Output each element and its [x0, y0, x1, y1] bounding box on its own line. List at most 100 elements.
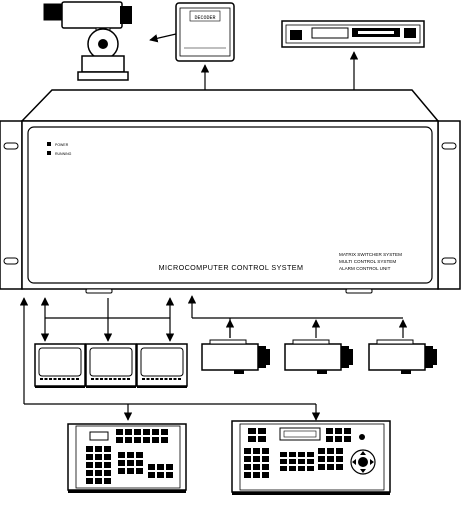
key	[326, 436, 333, 442]
camera-3	[368, 339, 437, 374]
key	[166, 472, 173, 478]
key	[161, 429, 168, 435]
key	[95, 454, 102, 460]
key	[95, 462, 102, 468]
key	[136, 468, 143, 474]
key	[318, 464, 325, 470]
decoder-label: DECODER	[194, 15, 215, 21]
key	[262, 464, 269, 470]
led-running-label: RUNNING	[55, 152, 72, 156]
key	[327, 448, 334, 454]
key	[116, 437, 123, 443]
function-line-3: ALARM CONTROL UNIT	[339, 266, 391, 271]
function-line-2: MULTI CONTROL SYSTEM	[339, 259, 396, 264]
key	[327, 456, 334, 462]
key	[344, 428, 351, 434]
key	[136, 452, 143, 458]
key	[157, 472, 164, 478]
key	[86, 446, 93, 452]
decoder-box: DECODER	[175, 2, 235, 62]
key	[327, 464, 334, 470]
monitor-2	[85, 343, 137, 388]
key	[143, 429, 150, 435]
key	[157, 464, 164, 470]
key	[104, 454, 111, 460]
key	[125, 429, 132, 435]
key	[344, 436, 351, 442]
key	[262, 456, 269, 462]
key	[166, 464, 173, 470]
monitor-3	[136, 343, 188, 388]
key	[143, 437, 150, 443]
key	[336, 448, 343, 454]
key	[127, 452, 134, 458]
key	[253, 456, 260, 462]
key	[318, 456, 325, 462]
camera-2	[284, 339, 353, 374]
key	[104, 446, 111, 452]
monitor-1	[34, 343, 86, 388]
key	[298, 466, 305, 471]
key	[307, 466, 314, 471]
key	[280, 466, 287, 471]
key	[326, 428, 333, 434]
key	[127, 460, 134, 466]
key	[253, 448, 260, 454]
key	[289, 459, 296, 464]
camera-1	[201, 339, 270, 374]
led-power-label: POWER	[55, 143, 69, 147]
key	[136, 460, 143, 466]
key	[248, 428, 256, 434]
main-unit-title: MICROCOMPUTER CONTROL SYSTEM	[159, 263, 304, 272]
key	[134, 437, 141, 443]
key	[244, 472, 251, 478]
key	[125, 437, 132, 443]
key	[118, 452, 125, 458]
key	[244, 456, 251, 462]
key	[118, 460, 125, 466]
keypad-1	[86, 429, 173, 484]
key	[253, 464, 260, 470]
key	[336, 456, 343, 462]
key	[104, 462, 111, 468]
key	[95, 470, 102, 476]
key	[289, 466, 296, 471]
key	[86, 478, 93, 484]
key	[86, 454, 93, 460]
key	[95, 446, 102, 452]
key	[86, 462, 93, 468]
key	[127, 468, 134, 474]
key	[104, 478, 111, 484]
key	[307, 459, 314, 464]
function-line-1: MATRIX SWITCHER SYSTEM	[339, 252, 402, 257]
key	[318, 448, 325, 454]
key	[118, 468, 125, 474]
main-control-unit: POWER RUNNING MICROCOMPUTER CONTROL SYST…	[0, 89, 461, 294]
key	[148, 464, 155, 470]
key	[134, 429, 141, 435]
video-recorder	[281, 20, 425, 48]
key	[298, 452, 305, 457]
key	[335, 436, 342, 442]
key	[95, 478, 102, 484]
key	[148, 472, 155, 478]
control-keyboard-2	[231, 420, 391, 495]
key	[253, 472, 260, 478]
key	[258, 428, 266, 434]
key	[244, 464, 251, 470]
key	[307, 452, 314, 457]
key	[262, 448, 269, 454]
key	[289, 452, 296, 457]
key	[116, 429, 123, 435]
key	[258, 436, 266, 442]
key	[335, 428, 342, 434]
key	[86, 470, 93, 476]
key	[152, 437, 159, 443]
keypad-2	[244, 428, 351, 478]
key	[280, 459, 287, 464]
key	[152, 429, 159, 435]
key	[298, 459, 305, 464]
key	[104, 470, 111, 476]
key	[336, 464, 343, 470]
